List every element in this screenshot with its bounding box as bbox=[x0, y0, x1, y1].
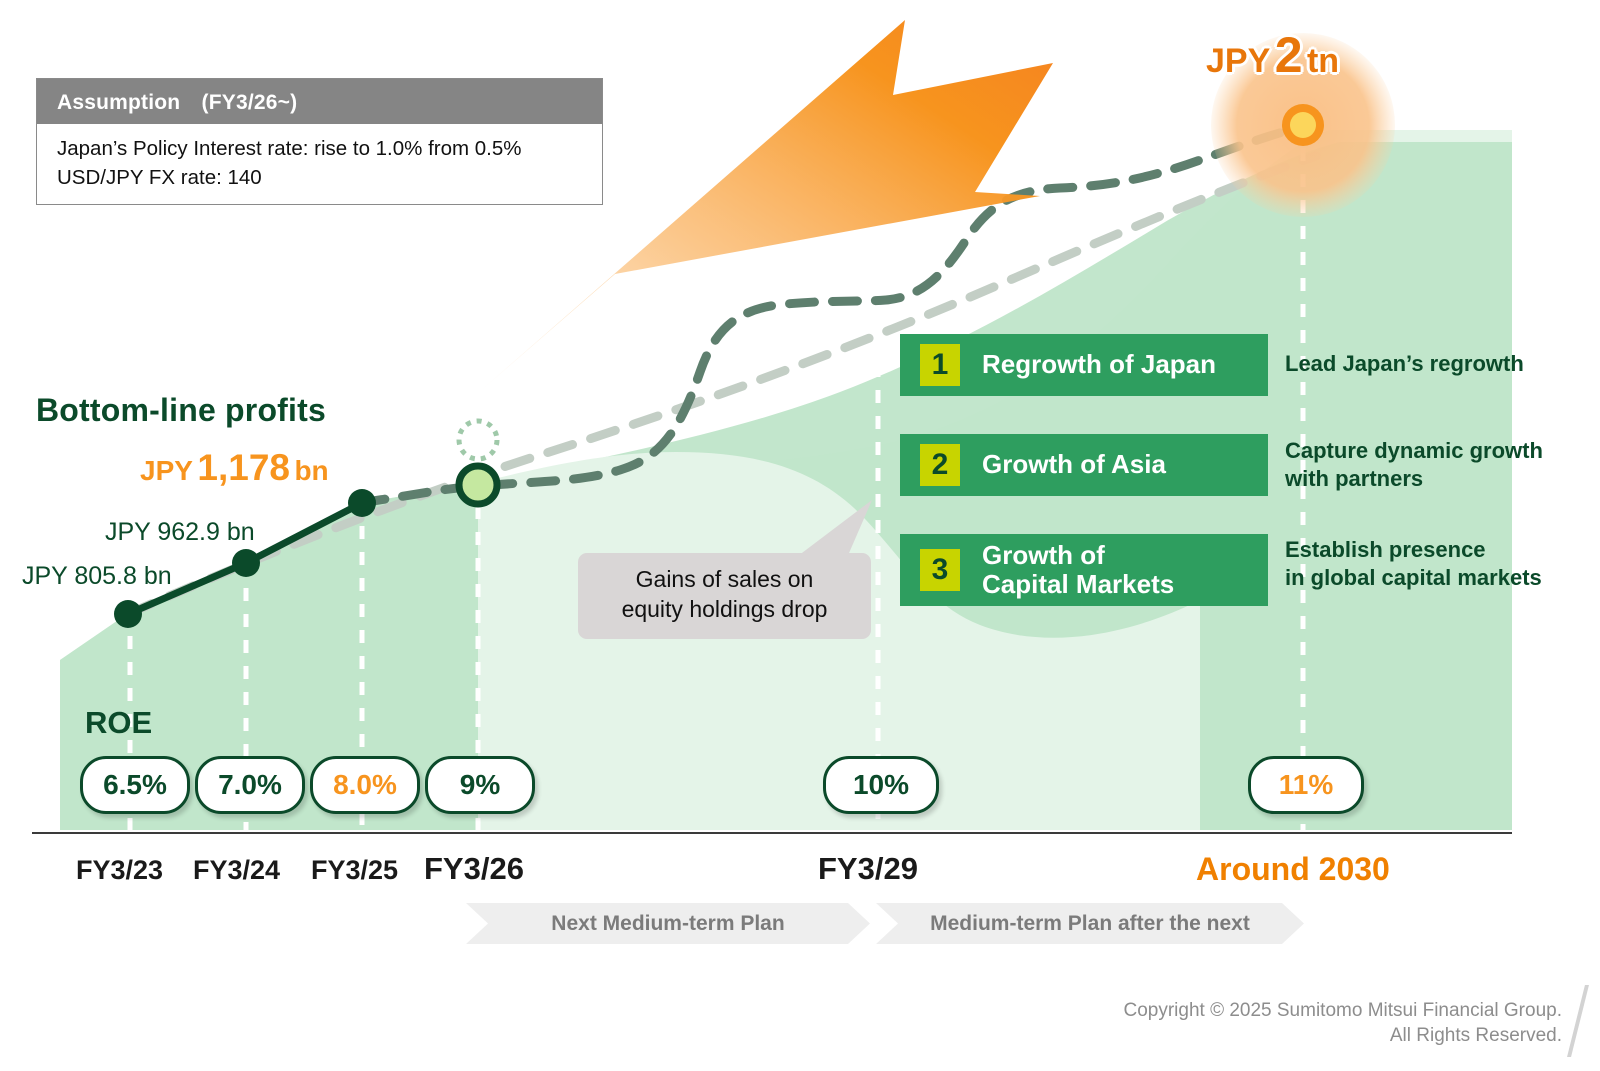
roe-value: 8.0% bbox=[333, 769, 397, 800]
target-profit-value: 1,178 bbox=[197, 447, 290, 488]
reference-trend-dashed-line bbox=[123, 151, 1321, 619]
target-profit-unit: bn bbox=[294, 455, 329, 486]
callout-line-2: equity holdings drop bbox=[621, 595, 828, 622]
x-axis-label-fy29: FY3/29 bbox=[818, 851, 918, 886]
projection-dashed-line bbox=[355, 119, 1317, 508]
assumption-header: Assumption (FY3/26~) bbox=[37, 79, 602, 124]
strategy-box-regrowth-of-japan[interactable]: 1 Regrowth of Japan bbox=[900, 334, 1268, 396]
strategy-label: Regrowth of Japan bbox=[982, 349, 1217, 380]
data-point-fy24 bbox=[232, 549, 260, 577]
assumption-body: Japan’s Policy Interest rate: rise to 1.… bbox=[37, 124, 602, 204]
strategy-desc-line: Capture dynamic growth bbox=[1285, 438, 1543, 463]
roe-value: 6.5% bbox=[103, 769, 167, 800]
strategy-desc-line: Establish presence bbox=[1285, 537, 1486, 562]
roe-value: 11% bbox=[1278, 769, 1334, 800]
strategy-label-line-2: Capital Markets bbox=[982, 569, 1175, 599]
strategy-description-2: Capture dynamic growth with partners bbox=[1285, 437, 1543, 493]
roe-badge-fy23: 6.5% bbox=[80, 756, 190, 814]
strategy-label: Growth of Asia bbox=[982, 449, 1166, 480]
strategy-description-1: Lead Japan’s regrowth bbox=[1285, 350, 1524, 378]
goal-unit: tn bbox=[1306, 42, 1340, 80]
goal-prefix: JPY bbox=[1206, 42, 1271, 80]
x-axis-line bbox=[32, 832, 1512, 834]
data-point-fy25 bbox=[348, 489, 376, 517]
x-axis-label-2030: Around 2030 bbox=[1196, 851, 1390, 887]
strategy-box-growth-of-asia[interactable]: 2 Growth of Asia bbox=[900, 434, 1268, 496]
strategy-label: Growth of Capital Markets bbox=[982, 539, 1175, 599]
strategy-desc-line: Lead Japan’s regrowth bbox=[1285, 351, 1524, 376]
ghost-point-fy26 bbox=[456, 418, 500, 462]
roe-badge-fy24: 7.0% bbox=[195, 756, 305, 814]
callout-bubble: Gains of sales on equity holdings drop bbox=[578, 553, 871, 639]
target-profit-label: JPY 1,178 bn bbox=[140, 447, 329, 489]
assumption-box: Assumption (FY3/26~) Japan’s Policy Inte… bbox=[36, 78, 603, 206]
strategy-box-growth-of-capital-markets[interactable]: 3 Growth of Capital Markets bbox=[900, 534, 1268, 606]
roe-value: 7.0% bbox=[218, 769, 282, 800]
strategy-desc-line: in global capital markets bbox=[1285, 565, 1542, 591]
roe-badge-fy29: 10% bbox=[823, 756, 939, 814]
goal-value: 2 bbox=[1274, 27, 1303, 83]
roe-badge-2030: 11% bbox=[1248, 756, 1364, 814]
target-profit-prefix: JPY bbox=[140, 455, 193, 486]
callout-line-1: Gains of sales on bbox=[635, 566, 814, 592]
x-axis-label-fy23: FY3/23 bbox=[76, 855, 164, 885]
callout-tail bbox=[790, 500, 872, 562]
copyright-line-1: Copyright © 2025 Sumitomo Mitsui Financi… bbox=[1123, 999, 1562, 1021]
roe-value: 10% bbox=[852, 769, 910, 800]
copyright-footer: Copyright © 2025 Sumitomo Mitsui Financi… bbox=[1123, 998, 1562, 1049]
profit-label-fy23: JPY 805.8 bn bbox=[22, 562, 172, 590]
strategy-desc-line: with partners bbox=[1285, 466, 1424, 492]
plan-banner-next: Next Medium-term Plan bbox=[466, 903, 870, 944]
profit-dip-lobe bbox=[478, 452, 1200, 830]
plan-banner-after-next: Medium-term Plan after the next bbox=[876, 903, 1304, 944]
profit-label-fy24: JPY 962.9 bn bbox=[105, 518, 255, 546]
strategy-number-badge: 1 bbox=[920, 344, 960, 386]
x-axis-label-fy25: FY3/25 bbox=[311, 855, 399, 885]
strategy-number-badge: 2 bbox=[920, 444, 960, 486]
x-axis-label-fy26: FY3/26 bbox=[424, 851, 524, 886]
strategy-number-badge: 3 bbox=[920, 549, 960, 591]
roe-badge-fy26: 9% bbox=[425, 756, 535, 814]
assumption-line-2: USD/JPY FX rate: 140 bbox=[57, 166, 262, 190]
goal-marker-inner bbox=[1290, 112, 1316, 138]
roe-badge-fy25: 8.0% bbox=[310, 756, 420, 814]
goal-label: JPY 2 tn bbox=[1206, 26, 1339, 84]
strategy-description-3: Establish presence in global capital mar… bbox=[1285, 536, 1542, 592]
roe-value: 9% bbox=[459, 769, 501, 800]
strategy-label-line-1: Growth of bbox=[982, 539, 1105, 570]
roe-label: ROE bbox=[85, 705, 153, 740]
growth-arrow-icon bbox=[470, 20, 1053, 400]
data-point-fy23 bbox=[114, 600, 142, 628]
plan-banner-label: Medium-term Plan after the next bbox=[930, 911, 1250, 935]
plan-banner-label: Next Medium-term Plan bbox=[551, 911, 785, 935]
assumption-line-1: Japan’s Policy Interest rate: rise to 1.… bbox=[57, 137, 522, 160]
data-point-fy26 bbox=[455, 462, 501, 508]
copyright-line-2: All Rights Reserved. bbox=[1389, 1025, 1562, 1047]
bottom-line-profits-title: Bottom-line profits bbox=[36, 392, 326, 428]
x-axis-label-fy24: FY3/24 bbox=[193, 855, 281, 885]
